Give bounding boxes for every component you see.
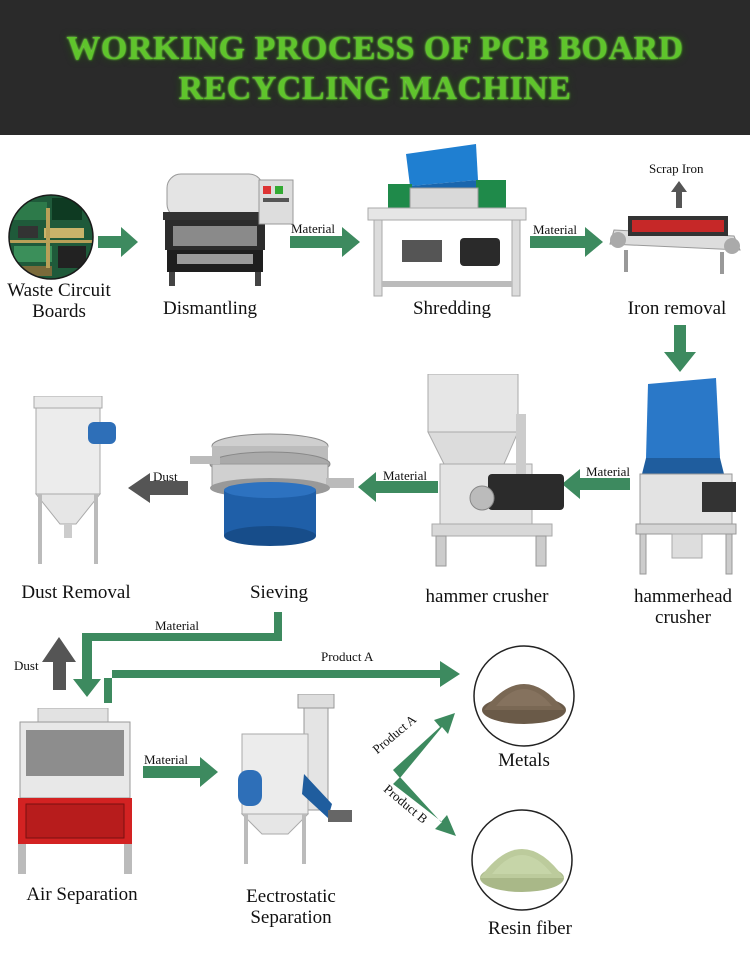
label-sieving: Sieving (249, 582, 309, 603)
air-separation-machine-image (14, 707, 136, 881)
metals-pile-image (472, 644, 576, 753)
arrow-product-b-diag (393, 777, 456, 836)
label-dust-removal: Dust Removal (21, 582, 131, 603)
arrow-product-a-diag (393, 713, 455, 778)
arrow-label-material-3: Material (586, 464, 631, 479)
arrow-sieving-to-air (73, 612, 282, 697)
arrow-dust-up (42, 637, 76, 690)
arrow-scrap-iron-up (671, 181, 687, 208)
arrow-label-material-4: Material (383, 468, 428, 483)
arrow-air-to-electrostatic (143, 757, 218, 787)
arrow-dust-left (128, 473, 188, 503)
arrow-label-material-5: Material (155, 618, 200, 633)
dismantling-machine-image (155, 168, 295, 293)
label-resin-fiber: Resin fiber (488, 918, 572, 939)
arrow-dismantling-to-shredding (290, 227, 360, 257)
label-waste-circuit-boards: Waste Circuit Boards (7, 280, 111, 322)
label-dismantling: Dismantling (163, 298, 257, 319)
arrow-product-a-top (104, 661, 460, 703)
arrow-waste-to-dismantling (98, 227, 138, 257)
label-hammerhead-crusher: hammerhead crusher (633, 586, 733, 628)
waste-circuit-boards-image (8, 194, 94, 285)
arrow-label-product-a-1: Product A (321, 649, 374, 664)
arrow-iron-down (664, 325, 696, 372)
title-banner: WORKING PROCESS OF PCB BOARD RECYCLING M… (0, 0, 750, 135)
sieving-machine-image (190, 426, 356, 553)
resin-fiber-pile-image (470, 808, 574, 917)
label-air-separation: Air Separation (26, 884, 138, 905)
arrow-hammer-to-sieving (358, 472, 438, 502)
shredder-machine-image (366, 144, 528, 305)
dust-removal-machine-image (30, 395, 120, 573)
title-line-2: RECYCLING MACHINE (178, 70, 572, 107)
title-line-1: WORKING PROCESS OF PCB BOARD (66, 30, 684, 67)
label-metals: Metals (498, 750, 550, 771)
arrow-label-material-6: Material (144, 752, 189, 767)
arrow-label-scrap-iron: Scrap Iron (649, 161, 704, 176)
arrow-label-material-1: Material (291, 221, 336, 236)
hammer-crusher-image (424, 373, 572, 579)
label-electrostatic-separation: Eectrostatic Separation (246, 886, 336, 928)
arrow-hammerhead-to-hammer (562, 469, 630, 499)
arrow-shredding-to-iron (530, 227, 603, 257)
electrostatic-separation-image (232, 693, 360, 871)
iron-removal-machine-image (604, 206, 744, 281)
arrow-label-dust-1: Dust (153, 469, 178, 484)
arrow-label-dust-2: Dust (14, 658, 39, 673)
hammerhead-crusher-image (632, 378, 742, 583)
label-hammer-crusher: hammer crusher (425, 586, 549, 607)
arrow-label-material-2: Material (533, 222, 578, 237)
label-shredding: Shredding (412, 298, 492, 319)
label-iron-removal: Iron removal (627, 298, 727, 319)
